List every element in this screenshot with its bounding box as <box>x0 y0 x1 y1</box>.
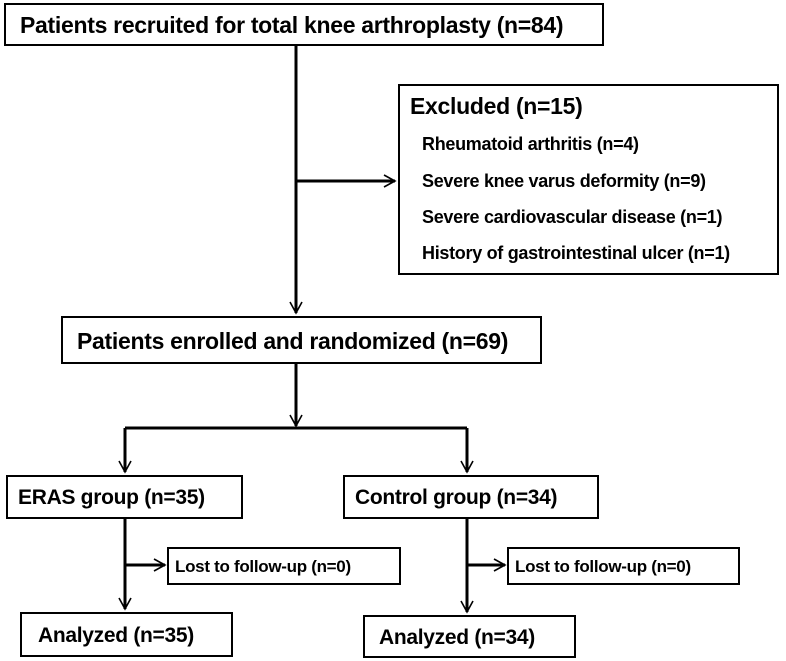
eras-group-box: ERAS group (n=35) <box>6 475 243 519</box>
control-group-box: Control group (n=34) <box>343 475 599 519</box>
eras-analyzed-box: Analyzed (n=35) <box>20 612 233 657</box>
recruited-label: Patients recruited for total knee arthro… <box>20 12 564 38</box>
control-lost-label: Lost to follow-up (n=0) <box>515 557 691 576</box>
excluded-item: Rheumatoid arthritis (n=4) <box>422 134 639 154</box>
eras-lost-label: Lost to follow-up (n=0) <box>175 557 351 576</box>
eras-analyzed-label: Analyzed (n=35) <box>38 624 194 647</box>
excluded-item: Severe knee varus deformity (n=9) <box>422 171 706 191</box>
control-lost-box: Lost to follow-up (n=0) <box>507 547 740 585</box>
enrolled-box: Patients enrolled and randomized (n=69) <box>61 316 542 364</box>
eras-group-label: ERAS group (n=35) <box>18 486 205 509</box>
eras-lost-box: Lost to follow-up (n=0) <box>167 547 401 585</box>
excluded-title: Excluded (n=15) <box>410 93 583 119</box>
control-analyzed-label: Analyzed (n=34) <box>379 626 535 649</box>
excluded-box: Excluded (n=15) Rheumatoid arthritis (n=… <box>398 84 779 275</box>
control-group-label: Control group (n=34) <box>355 486 558 509</box>
enrolled-label: Patients enrolled and randomized (n=69) <box>77 328 509 354</box>
recruited-box: Patients recruited for total knee arthro… <box>4 3 604 46</box>
control-analyzed-box: Analyzed (n=34) <box>363 615 576 658</box>
excluded-item: Severe cardiovascular disease (n=1) <box>422 207 723 227</box>
excluded-item: History of gastrointestinal ulcer (n=1) <box>422 243 730 263</box>
